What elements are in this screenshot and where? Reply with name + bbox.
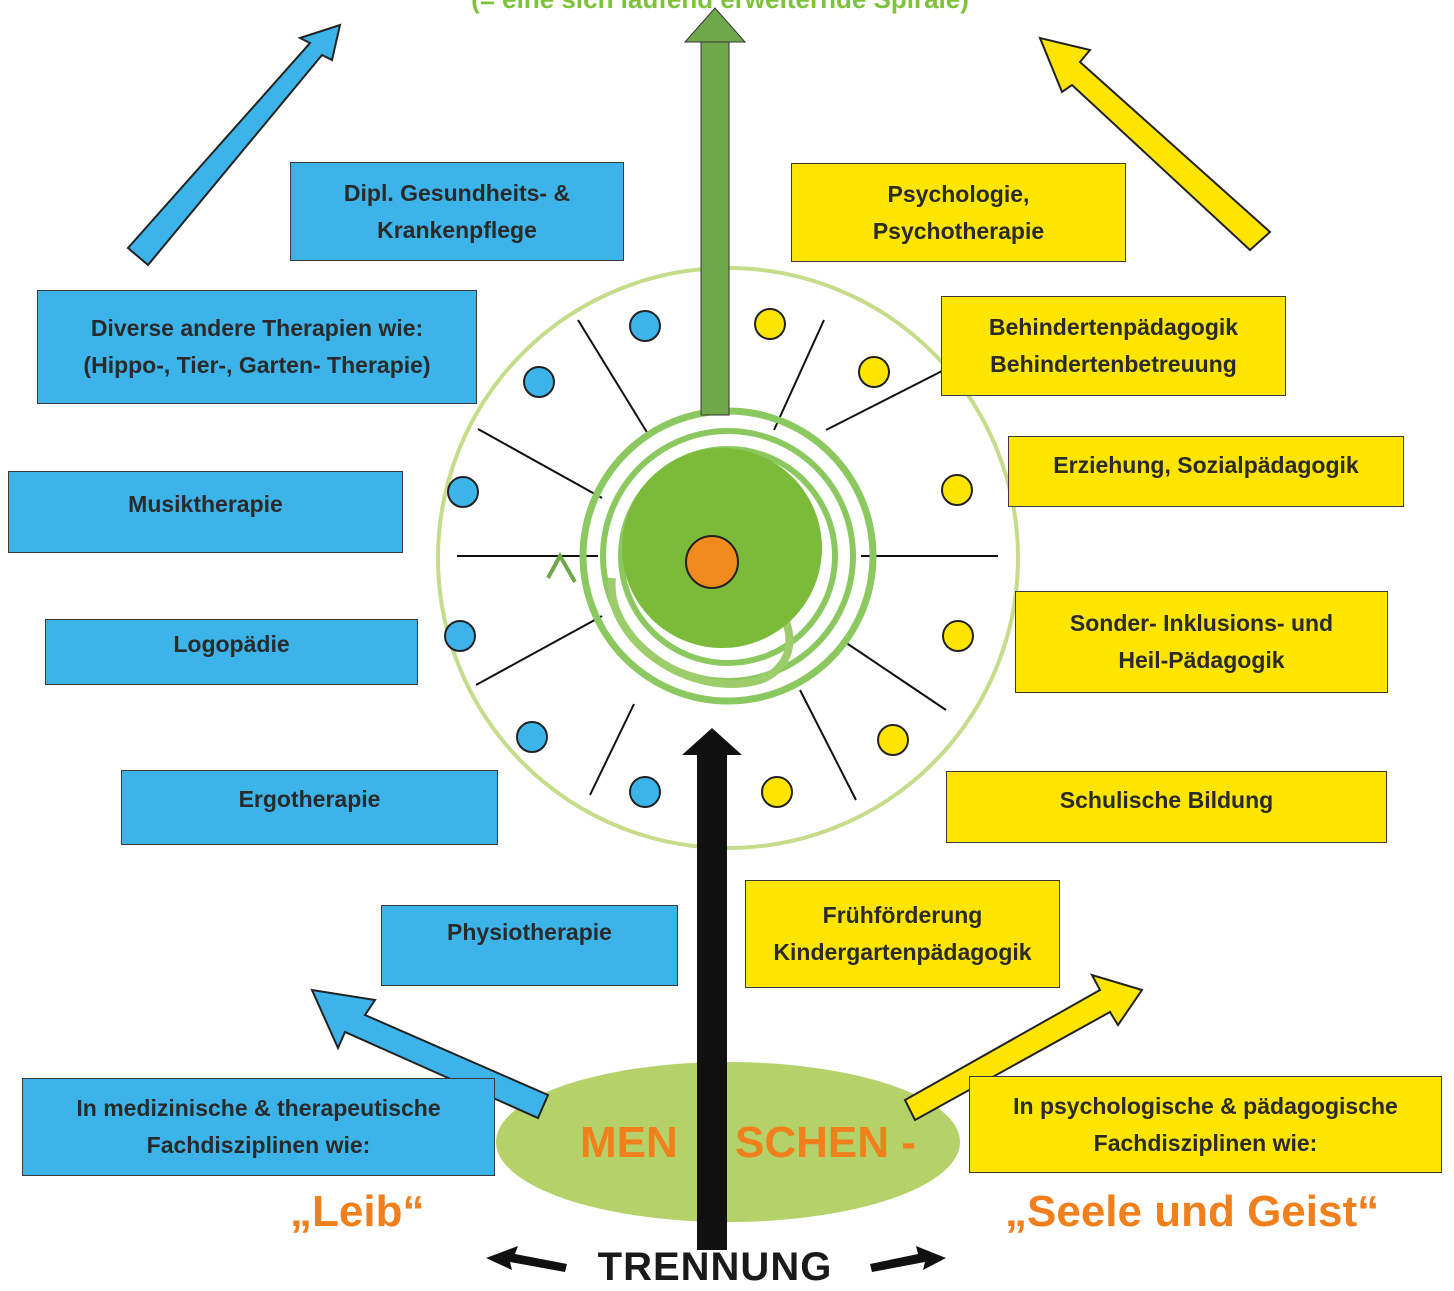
header-text: (= eine sich laufend erweiternde Spirale… [420, 0, 1020, 15]
yellow-dot [941, 474, 973, 506]
leib-label: „Leib“ [290, 1187, 425, 1236]
central-green-arrow [683, 7, 747, 416]
box-ergotherapie: Ergotherapie [121, 770, 498, 845]
yellow-dot [877, 724, 909, 756]
central-black-arrow [682, 728, 742, 1250]
blue-dot [516, 721, 548, 753]
box-gesundheits: Dipl. Gesundheits- & Krankenpflege [290, 162, 624, 261]
box-medizinische-fachdisziplinen: In medizinische & therapeutische Fachdis… [22, 1078, 495, 1176]
box-psychologische-fachdisziplinen: In psychologische & pädagogische Fachdis… [969, 1076, 1442, 1173]
box-logopaedie: Logopädie [45, 619, 418, 685]
box-diverse-therapien: Diverse andere Therapien wie: (Hippo-, T… [37, 290, 477, 404]
box-physiotherapie: Physiotherapie [381, 905, 678, 986]
trennung-label: TRENNUNG [597, 1245, 833, 1289]
box-sonder-inklusion: Sonder- Inklusions- und Heil-Pädagogik [1015, 591, 1388, 693]
trennung-arrows [486, 1246, 946, 1272]
box-schulische-bildung: Schulische Bildung [946, 771, 1387, 843]
yellow-dot [858, 356, 890, 388]
blue-dot [444, 620, 476, 652]
menschen-ellipse [496, 1062, 960, 1222]
yellow-dots [754, 308, 974, 808]
center-dot [685, 535, 739, 589]
box-behindertenpaedagogik: Behindertenpädagogik Behindertenbetreuun… [941, 296, 1286, 396]
seele-geist-label: „Seele und Geist“ [1005, 1187, 1380, 1236]
yellow-dot [761, 776, 793, 808]
box-psychologie: Psychologie, Psychotherapie [791, 163, 1126, 262]
yellow-arrow-bottom [903, 973, 1144, 1122]
blue-dot [447, 476, 479, 508]
menschen-label-left: MEN [580, 1118, 678, 1167]
box-fruehfoerderung: Frühförderung Kindergartenpädagogik [745, 880, 1060, 988]
blue-dot [523, 366, 555, 398]
yellow-dot [754, 308, 786, 340]
blue-dot [629, 310, 661, 342]
blue-arrow-top-left [126, 23, 342, 267]
yellow-arrow-top-right [1038, 36, 1272, 252]
blue-dots [444, 310, 661, 808]
menschen-label-right: SCHEN - [735, 1118, 916, 1167]
blue-dot [629, 776, 661, 808]
box-musiktherapie: Musiktherapie [8, 471, 403, 553]
circle-spokes [457, 319, 998, 801]
yellow-dot [942, 620, 974, 652]
box-erziehung: Erziehung, Sozialpädagogik [1008, 436, 1404, 507]
